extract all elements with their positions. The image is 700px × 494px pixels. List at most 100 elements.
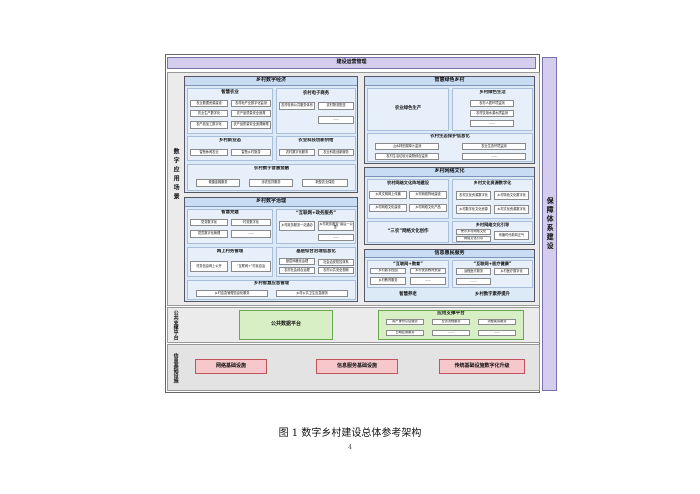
app-platform-item: …… (478, 330, 516, 336)
info-service-infrastructure: 信息服务基础设施 (316, 359, 398, 374)
culture-guide-item: 网络文化引导 (456, 236, 491, 242)
green-living-item: 农村饮用水源水质监测 (470, 110, 514, 117)
tech-title: 农业科技创新供给 (298, 138, 334, 144)
elderly-label: 智慧养老 (399, 291, 417, 297)
culture-network-item: 乡村网络文化建设 (369, 204, 407, 212)
economy-title: 乡村数字经济 (185, 77, 357, 86)
gov-service-title: “互联网+政务服务” (295, 210, 337, 216)
culture-guide-item: 警示乡村网络文化 (456, 229, 491, 235)
finance-item: 便捷金融服务 (196, 179, 240, 187)
eco-item: 农业生态环境监测 (462, 143, 526, 150)
grassroots-title: 基层综合治理信息化 (296, 249, 336, 255)
edu-title: “互联网+教育” (393, 261, 423, 266)
culture-resources-item: 乡村特色文化数字化 (494, 191, 529, 200)
culture-guide-title: 乡村网络文化引导 (475, 222, 510, 227)
health-item: 远程医疗服务 (456, 268, 491, 275)
edu-item: 乡村数字校园 (370, 268, 406, 274)
green-production-group (367, 88, 449, 131)
gov-service-item: 乡村政务服务“最后一公里” (318, 221, 354, 231)
culture-network-group (367, 179, 449, 219)
edu-item: 乡村教育服务 (370, 277, 406, 285)
tech-group (276, 136, 356, 161)
grassroots-item: 农村公共安全视频 (318, 267, 354, 274)
green-production-label: 农业绿色生产 (394, 106, 422, 112)
ecommerce-item: 农村物流配送 (318, 102, 354, 110)
grassroots-item: 农村社会综合治理 (279, 267, 315, 274)
culture-resources-title: 乡村文化资源数字化 (473, 180, 512, 186)
party-item: 村务数字化 (231, 219, 271, 226)
culture-network-item: 乡风文明网上传播 (369, 191, 407, 199)
app-platform-item: 日期应用服务 (386, 330, 424, 336)
culture-network-item: 乡村网络文化产品 (409, 204, 447, 212)
network-infrastructure: 网络基础设施 (195, 359, 267, 374)
culture-title: 乡村网络文化 (365, 168, 534, 177)
app-platform-item: 流程集成服务 (478, 319, 516, 325)
party-group (187, 209, 273, 244)
smart-agri-item: 农产品质量安全追溯 (231, 110, 271, 117)
app-platform-item: 业务流程服务 (432, 319, 470, 325)
culture-guide-item: 传播时代新风正气 (494, 231, 529, 240)
page-number: 4 (348, 444, 352, 451)
culture-resources-item: 乡村文化资源数字化 (494, 205, 529, 214)
governance-title: 乡村数字治理 (185, 198, 357, 207)
public-data-platform: 公共数据平台 (239, 310, 333, 340)
right-bar: 保障体系建设 (542, 57, 557, 391)
edu-more: …… (410, 277, 446, 285)
grassroots-item: 社会治安防控体系 (318, 259, 354, 266)
smart-agri-title: 智慧农业 (221, 89, 239, 95)
culture-creation-label: “三农”网络文化创作 (387, 228, 429, 234)
ecommerce-group (276, 88, 356, 134)
ecommerce-item: 农村电商公共服务体系 (279, 102, 315, 110)
tourism-title: 乡村新业态 (219, 138, 241, 144)
health-more: …… (456, 278, 491, 285)
health-title: “互联网+医疗健康” (473, 261, 512, 266)
figure-caption: 图 1 数字乡村建设总体参考架构 (278, 427, 422, 439)
eco-item: 山水林田湖草沙监测 (375, 143, 439, 150)
top-bar: 建设运营管理 (167, 57, 536, 69)
traditional-infrastructure-upgrade: 传统基础设施数字化升级 (439, 359, 525, 374)
application-layer-label: 数字应用场景 (168, 120, 182, 230)
party-item: 党员数字化管理 (190, 230, 228, 238)
finance-item: 新型农业保险 (302, 179, 348, 187)
smart-agri-item: 农业生产数字化 (190, 110, 228, 117)
app-platform-title: 应用支撑平台 (437, 311, 465, 317)
skills-label: 乡村数字素养提升 (474, 291, 511, 297)
culture-network-title: 农村网络文化阵地建设 (387, 180, 429, 186)
green-living-title: 乡村绿色生活 (479, 90, 506, 96)
platform-layer-text: 公共支撑平台 (172, 310, 179, 340)
village-affairs-item: “互联网+”村民自治 (231, 261, 271, 272)
party-more: …… (231, 230, 271, 238)
eco-item: …… (462, 153, 526, 160)
emergency-item: 乡村应急管理信息化服务 (196, 290, 268, 297)
culture-resources-item: 乡村数字化文化资源 (456, 205, 491, 214)
green-living-more: …… (470, 120, 514, 127)
services-title: 信息惠民服务 (365, 250, 534, 258)
infrastructure-layer-text: 信息基础设施 (172, 353, 179, 383)
eco-title: 农村生态保护信息化 (430, 134, 470, 140)
tourism-item: 智慧休闲农业 (190, 149, 228, 156)
tech-item: 农业科技创新服务 (318, 149, 354, 156)
smart-agri-item: 农村地产业数字化监测 (231, 100, 271, 107)
gov-service-item: 乡村政务服务一站通办 (279, 221, 315, 231)
green-living-item: 农村人居环境监测 (470, 100, 514, 107)
village-affairs-title: 网上村务管理 (216, 249, 244, 255)
tourism-group (187, 136, 273, 161)
finance-item: 涉农信贷服务 (249, 179, 293, 187)
tourism-item: 智慧乡村旅游 (231, 149, 271, 156)
culture-resources-item: 农村文化资源数字化 (456, 191, 491, 200)
app-platform-item: 用户身份认证服务 (386, 319, 424, 325)
infrastructure-layer-label: 信息基础设施 (168, 346, 182, 390)
ecommerce-more: …… (318, 116, 354, 124)
gov-service-more: …… (318, 234, 354, 241)
village-affairs-item: 村务信息网上公开 (190, 261, 228, 272)
finance-title: 农村数字普惠金融 (253, 166, 290, 172)
eco-item: 农村生活垃圾污染物综合监测 (375, 153, 439, 160)
culture-network-item: 乡村网络阵地建设 (409, 191, 447, 199)
emergency-item: 乡村公共卫生应急服务 (276, 290, 348, 297)
app-platform-item: …… (432, 330, 470, 336)
smart-agri-item: 农产品质量安全追溯管理 (231, 121, 271, 129)
party-item: 党务数字化 (190, 219, 228, 226)
culture-creation-group (367, 221, 449, 243)
health-item: 乡村医疗数字化 (494, 268, 529, 275)
ecommerce-title: 农村电子商务 (302, 90, 330, 96)
